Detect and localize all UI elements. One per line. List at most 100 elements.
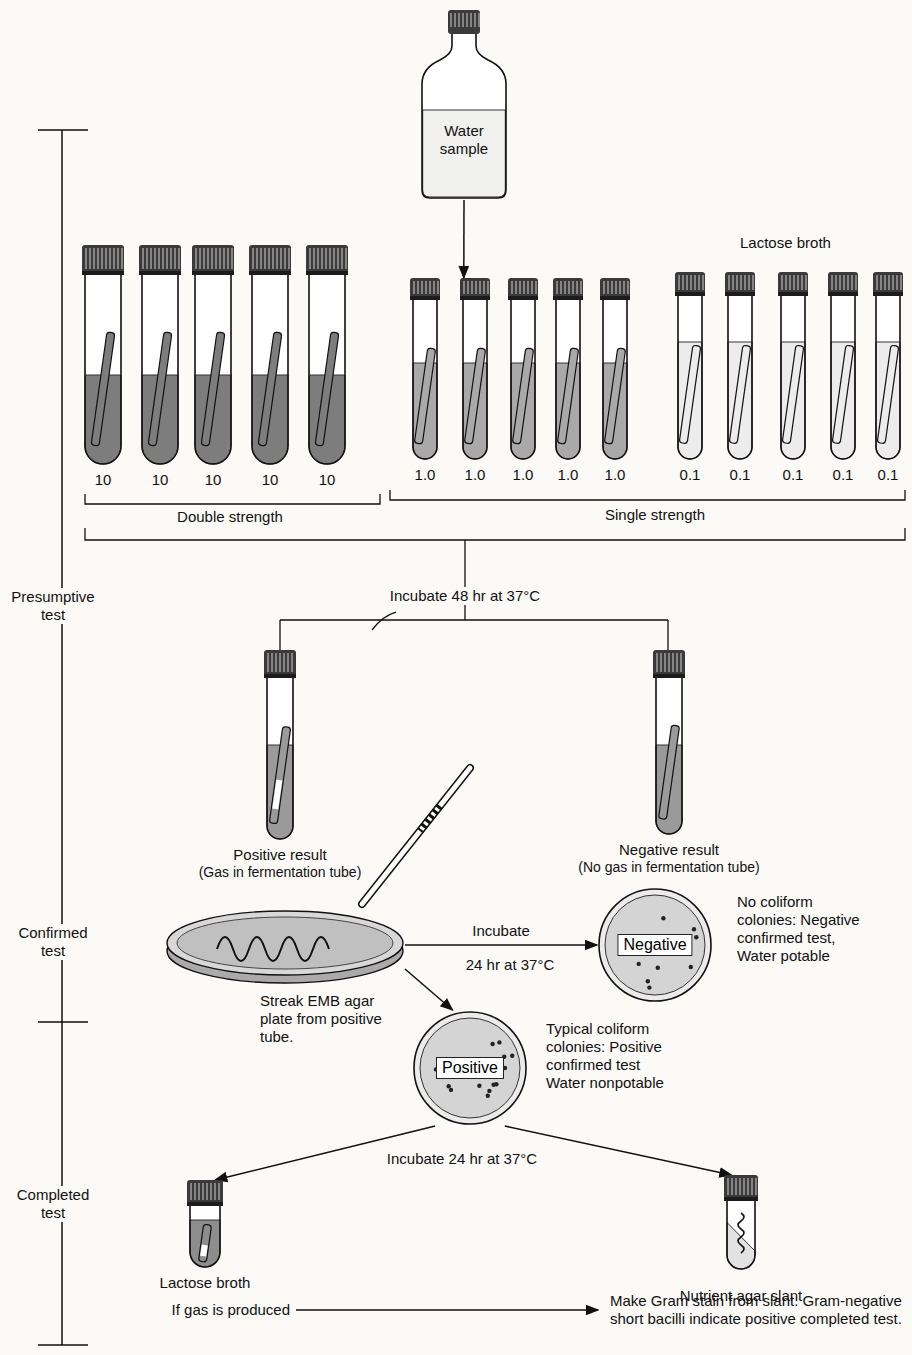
condition-note: If gas is produced (150, 1301, 290, 1319)
drawing-part (678, 296, 702, 459)
drawing-part (315, 332, 339, 446)
drawing-part (455, 13, 456, 27)
drawing-part (678, 296, 702, 459)
drawing-part (727, 1201, 755, 1269)
drawing-part (281, 248, 282, 269)
drawing-part (148, 332, 172, 446)
drawing-part (656, 678, 682, 834)
drawing-part (272, 653, 273, 672)
drawing-part (177, 917, 393, 969)
drawing-part (679, 275, 680, 290)
drawing-part (326, 248, 327, 269)
drawing-part (728, 1178, 729, 1195)
node-caption: (No gas in fermentation tube) (564, 859, 774, 876)
drawing-part (264, 674, 296, 678)
volume-number: 1.0 (548, 466, 588, 484)
drawing-part (573, 281, 574, 294)
stage-label: Completed test (8, 1186, 98, 1222)
drawing-part (414, 281, 415, 294)
drawing-part (289, 248, 290, 269)
group-label: Single strength (575, 506, 735, 524)
drawing-part (201, 332, 225, 446)
drawing-part (729, 345, 751, 444)
petri-dish: PositiveTypical coliform colonies: Posit… (412, 1010, 528, 1126)
drawing-part (786, 275, 787, 290)
shape-outline (307, 245, 347, 465)
drawing-part (749, 275, 750, 290)
shape-outline (779, 272, 807, 460)
node-caption: (Gas in fermentation tube) (180, 864, 380, 881)
drawing-part (741, 275, 742, 290)
drawing-part (390, 490, 905, 500)
result-arrow (296, 1309, 598, 1311)
volume-number: 10 (140, 471, 180, 489)
drawing-part (605, 895, 705, 995)
drawing-part (782, 345, 804, 444)
drawing-part (139, 245, 181, 275)
drawing-part (459, 13, 460, 27)
drawing-part (309, 275, 345, 464)
test-tube: 0.1 (874, 272, 902, 460)
volume-number: 1.0 (503, 466, 543, 484)
drawing-part (673, 653, 674, 672)
shape-outline (726, 272, 754, 460)
drawing-part (276, 653, 277, 672)
drawing-part (691, 275, 692, 290)
drawing-part (200, 248, 201, 269)
drawing-part (724, 1197, 758, 1201)
drawing-part (724, 1175, 758, 1201)
test-tube: 0.1 (829, 272, 857, 460)
drawing-part (167, 248, 168, 269)
drawing-part (142, 275, 178, 464)
drawing-part (689, 965, 693, 969)
drawing-part (447, 1084, 451, 1088)
drawing-part (681, 653, 682, 672)
drawing-part (422, 34, 506, 198)
step-note: Incubate 48 hr at 37°C (375, 587, 555, 605)
shape-outline (676, 272, 704, 460)
drawing-part (199, 1183, 200, 1200)
drawing-part (258, 332, 282, 446)
drawing-part (85, 275, 121, 464)
drawing-part (195, 275, 231, 464)
test-tube: 1.0 (411, 278, 439, 460)
drawing-part (451, 13, 452, 27)
drawing-part (449, 1088, 453, 1092)
drawing-part (600, 278, 630, 300)
drawing-part (497, 1040, 501, 1044)
drawing-part (463, 300, 487, 459)
pipette (362, 768, 470, 904)
test-tube: 10 (250, 245, 290, 465)
drawing-part (511, 300, 535, 459)
drawing-part (306, 245, 348, 275)
node-caption: No coliform colonies: Negative confirmed… (737, 893, 862, 965)
drawing-part (195, 275, 231, 464)
drawing-part (661, 653, 662, 672)
drawing-part (288, 653, 289, 672)
drawing-part (155, 248, 156, 269)
drawing-part (628, 281, 629, 294)
drawing-part (464, 281, 465, 294)
drawing-part (484, 281, 485, 294)
drawing-part (198, 1224, 211, 1262)
drawing-part (249, 245, 291, 275)
drawing-part (460, 278, 490, 300)
drawing-part (581, 281, 582, 294)
drawing-part (740, 1178, 741, 1195)
drawing-part (561, 281, 562, 294)
drawing-part (828, 292, 858, 296)
drawing-part (110, 248, 111, 269)
drawing-part (565, 281, 566, 294)
test-tube: 1.0 (509, 278, 537, 460)
drawing-part (204, 248, 205, 269)
drawing-part (831, 342, 855, 459)
drawing-part (430, 281, 431, 294)
drawing-part (616, 281, 617, 294)
step-note: 24 hr at 37°C (450, 956, 570, 974)
drawing-part (524, 281, 525, 294)
timeline (38, 130, 88, 1345)
group-label: Double strength (150, 508, 310, 526)
drawing-part (322, 248, 323, 269)
shape-outline (165, 905, 405, 985)
drawing-part (85, 275, 121, 464)
